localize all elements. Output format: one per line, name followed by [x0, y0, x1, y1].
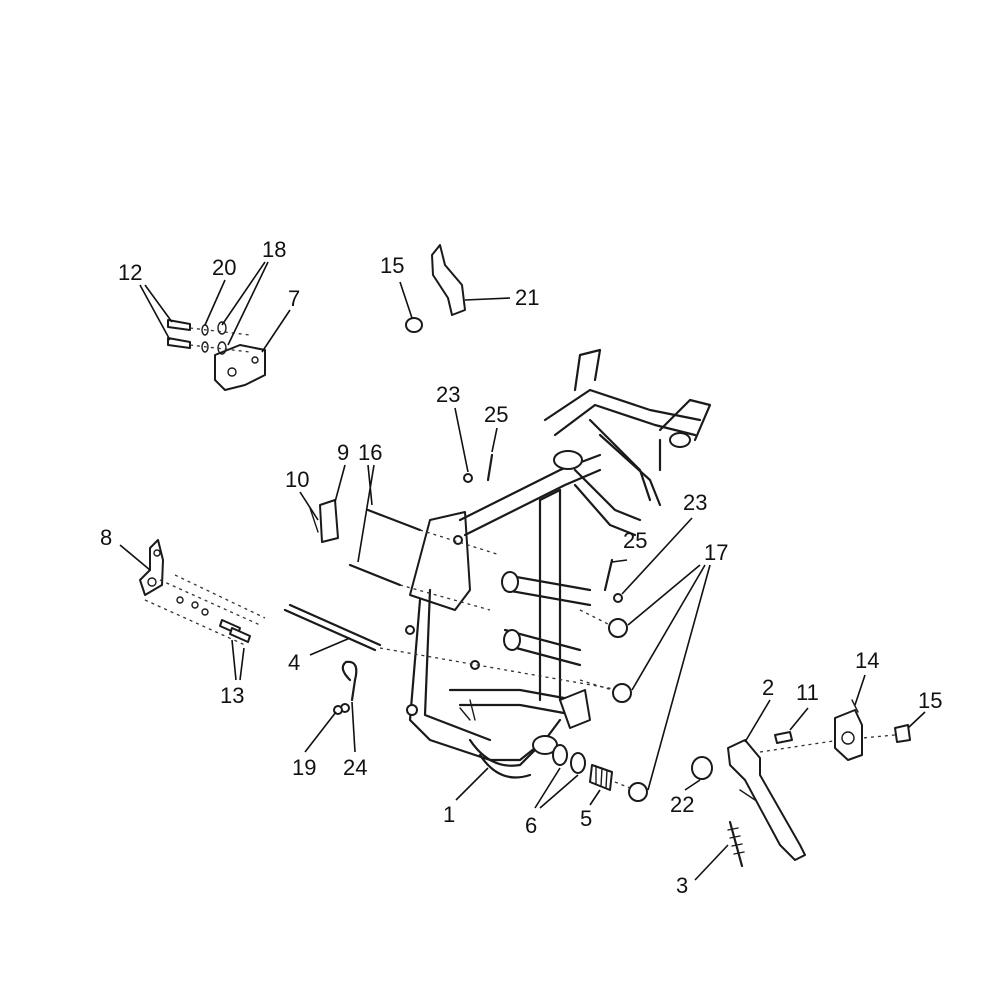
part-22-nut	[691, 756, 713, 780]
label-8: 8	[100, 525, 112, 550]
leader-lines	[119, 261, 926, 881]
part-7-bracket	[214, 344, 266, 391]
label-13: 13	[220, 683, 244, 708]
part-24-clip	[341, 660, 358, 702]
label-19: 19	[292, 755, 316, 780]
part-2-sidestand	[727, 739, 806, 861]
label-17: 17	[704, 540, 728, 565]
label-12: 12	[118, 260, 142, 285]
part-9-plate	[319, 499, 339, 543]
label-15-right: 15	[918, 688, 942, 713]
label-25-right: 25	[623, 528, 647, 553]
label-21: 21	[515, 285, 539, 310]
label-3: 3	[676, 873, 688, 898]
label-2: 2	[762, 675, 774, 700]
label-23-left: 23	[436, 382, 460, 407]
label-24: 24	[343, 755, 367, 780]
label-1: 1	[443, 802, 455, 827]
label-5: 5	[580, 806, 592, 831]
label-9: 9	[337, 440, 349, 465]
label-4: 4	[288, 650, 300, 675]
label-6: 6	[525, 813, 537, 838]
label-15-top: 15	[380, 253, 404, 278]
label-14: 14	[855, 648, 879, 673]
label-11: 11	[796, 680, 819, 705]
small-parts	[139, 244, 911, 868]
part-15-bolt-right	[894, 724, 911, 743]
label-25-left: 25	[484, 402, 508, 427]
part-17-nut	[608, 618, 628, 638]
label-16: 16	[358, 440, 382, 465]
part-14-switch	[834, 709, 863, 761]
part-6-washer	[552, 744, 568, 766]
label-20: 20	[212, 255, 236, 280]
label-10: 10	[285, 467, 309, 492]
label-18: 18	[262, 237, 286, 262]
label-22: 22	[670, 792, 694, 817]
callout-labels: 12 20 18 7 15 21 23 25 9 16 10 23 25 17 …	[100, 237, 942, 898]
part-21-bracket	[431, 244, 466, 316]
frame-assembly	[405, 348, 712, 779]
part-15-nut-top	[405, 317, 423, 333]
part-4-axle	[283, 608, 377, 652]
part-8-bracket	[139, 539, 164, 596]
label-23-right: 23	[683, 490, 707, 515]
part-11-bolt	[774, 731, 793, 744]
part-16-bolts	[348, 508, 422, 587]
label-7: 7	[288, 286, 300, 311]
